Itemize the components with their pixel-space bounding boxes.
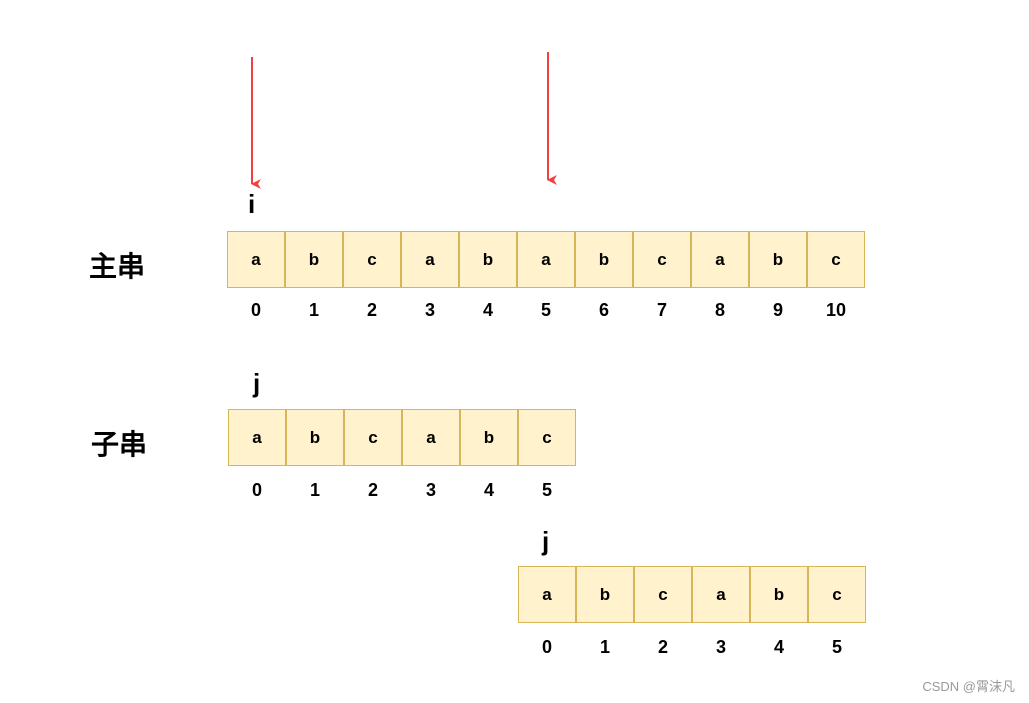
- char-cell: b: [287, 410, 343, 465]
- char-cell: a: [228, 232, 284, 287]
- main-string-indices: 0 1 2 3 4 5 6 7 8 9 10: [227, 300, 865, 321]
- char-cell: a: [403, 410, 459, 465]
- index-label: 3: [425, 480, 436, 500]
- index-label: 7: [656, 300, 667, 320]
- char-cell: a: [402, 232, 458, 287]
- char-cell: b: [461, 410, 517, 465]
- main-string-label: 主串: [89, 251, 146, 282]
- pointer-j: j: [253, 368, 261, 398]
- char-cell: b: [750, 232, 806, 287]
- char-cell: b: [751, 567, 807, 622]
- index-label: 2: [657, 637, 668, 657]
- char-cell: c: [345, 410, 401, 465]
- char-cell: a: [518, 232, 574, 287]
- watermark: CSDN @霄沫凡: [922, 679, 1015, 694]
- char-cell: c: [809, 567, 865, 622]
- pointer-i: i: [248, 189, 256, 219]
- pointer-j-shifted: j: [542, 526, 550, 556]
- char-cell: a: [229, 410, 285, 465]
- shifted-sub-string-indices: 0 1 2 3 4 5: [518, 637, 866, 658]
- char-cell: b: [576, 232, 632, 287]
- char-cell: a: [693, 567, 749, 622]
- index-label: 8: [714, 300, 725, 320]
- index-label: 3: [715, 637, 726, 657]
- index-label: 9: [772, 300, 783, 320]
- sub-string-label: 子串: [91, 429, 148, 460]
- index-label: 1: [599, 637, 610, 657]
- index-label: 1: [309, 480, 320, 500]
- index-label: 2: [367, 480, 378, 500]
- char-cell: a: [692, 232, 748, 287]
- index-label: 4: [483, 480, 494, 500]
- index-label: 2: [366, 300, 377, 320]
- char-cell: b: [286, 232, 342, 287]
- index-label: 5: [831, 637, 842, 657]
- index-label: 1: [308, 300, 319, 320]
- char-cell: c: [634, 232, 690, 287]
- char-cell: b: [460, 232, 516, 287]
- index-label: 3: [424, 300, 435, 320]
- char-cell: a: [519, 567, 575, 622]
- index-label: 5: [541, 480, 552, 500]
- index-label: 10: [825, 300, 847, 320]
- char-cell: c: [635, 567, 691, 622]
- sub-string-indices: 0 1 2 3 4 5: [228, 480, 576, 501]
- index-label: 0: [250, 300, 261, 320]
- char-cell: c: [808, 232, 864, 287]
- index-label: 4: [773, 637, 784, 657]
- char-cell: b: [577, 567, 633, 622]
- index-label: 0: [251, 480, 262, 500]
- index-label: 0: [541, 637, 552, 657]
- char-cell: c: [344, 232, 400, 287]
- index-label: 4: [482, 300, 493, 320]
- char-cell: c: [519, 410, 575, 465]
- index-label: 6: [598, 300, 609, 320]
- index-label: 5: [540, 300, 551, 320]
